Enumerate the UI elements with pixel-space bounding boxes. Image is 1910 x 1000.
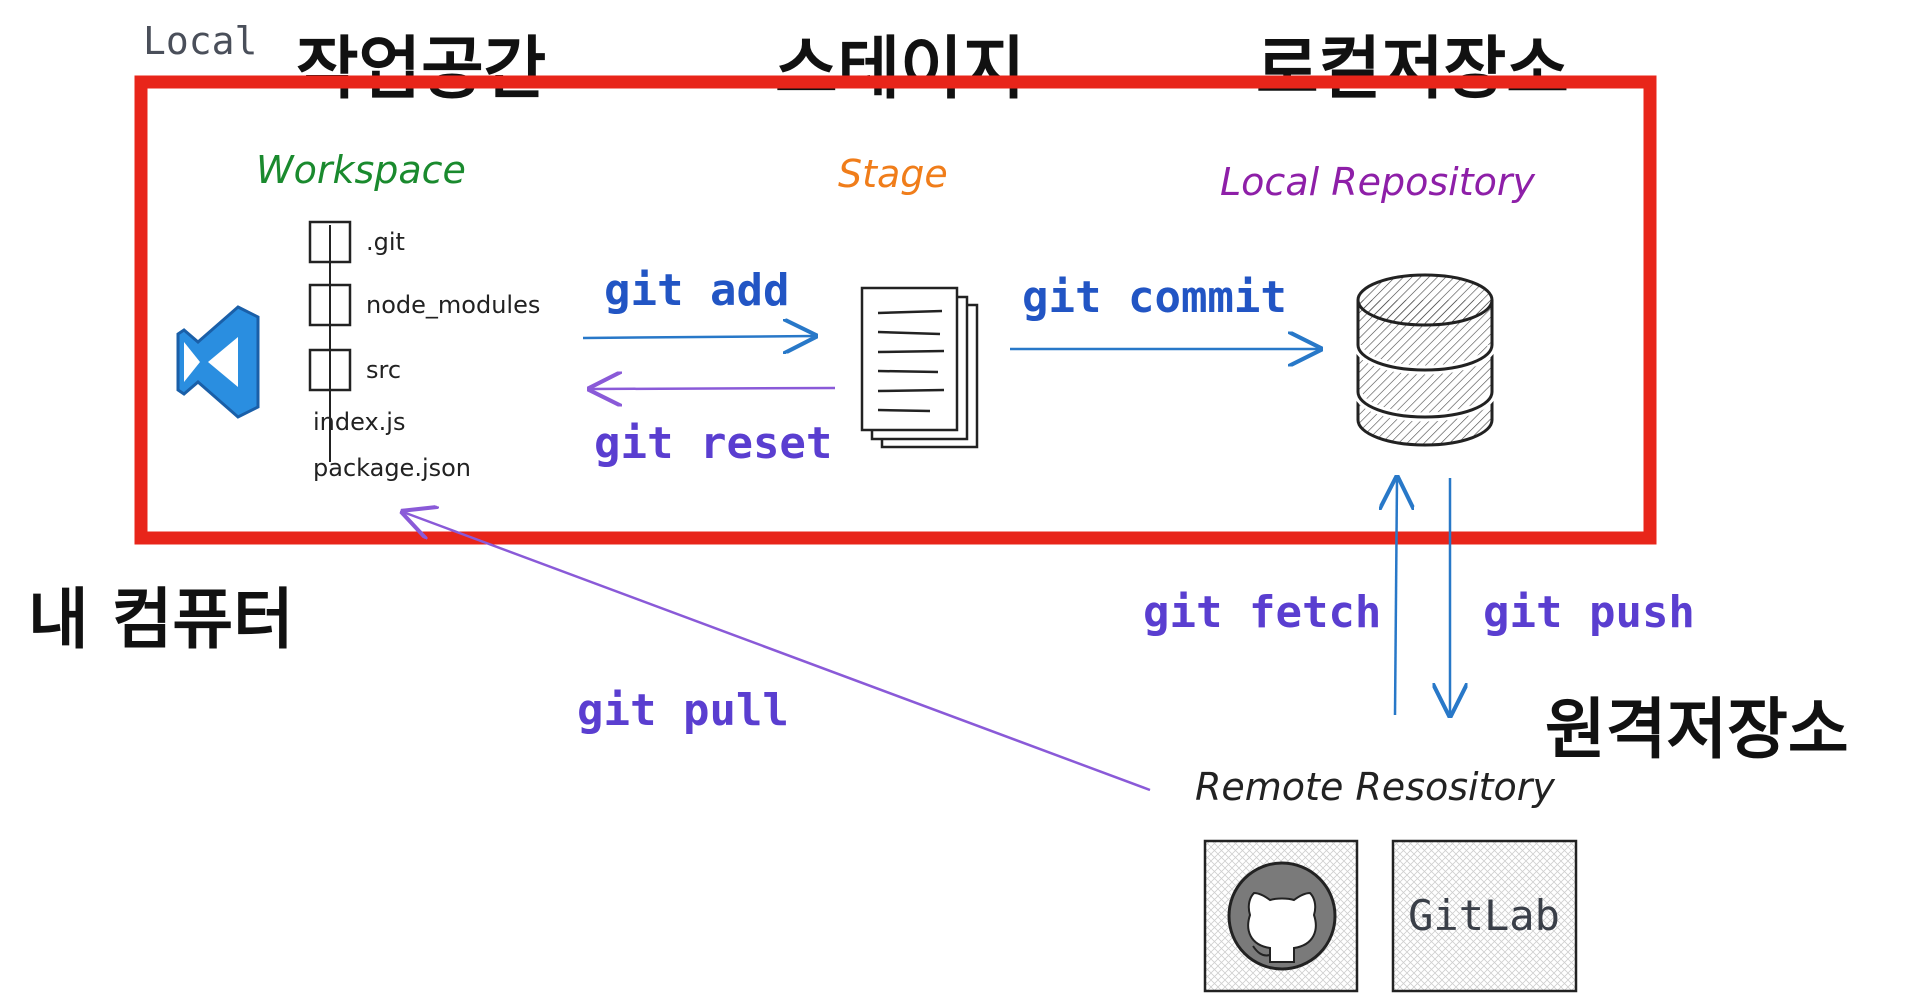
- stage-title: Stage: [838, 152, 948, 196]
- git-add-arrow: [582, 336, 815, 338]
- file-tree-item: .git: [366, 228, 405, 256]
- remote-repo-korean-label: 원격저장소: [1545, 691, 1849, 768]
- database-icon: [1353, 273, 1497, 447]
- git-pull-label: git pull: [577, 685, 789, 736]
- file-tree-item: index.js: [313, 408, 405, 436]
- my-computer-label: 내 컴퓨터: [28, 581, 294, 658]
- git-pull-arrow: [403, 512, 1151, 792]
- local-repo-korean-label: 로컬저장소: [1256, 30, 1569, 109]
- staged-documents-icon: [860, 286, 979, 449]
- git-reset-label: git reset: [594, 418, 832, 469]
- folder-box-git: [308, 220, 352, 264]
- git-add-label: git add: [604, 265, 789, 316]
- workspace-title: Workspace: [256, 148, 466, 192]
- github-octocat-icon: [1227, 861, 1337, 971]
- gitlab-label: GitLab: [1408, 891, 1560, 940]
- file-tree: .git node_modules src index.js package.j…: [308, 220, 540, 482]
- workspace-korean-label: 작업공간: [296, 30, 546, 109]
- vscode-icon: [176, 305, 260, 419]
- file-tree-item: package.json: [313, 454, 471, 482]
- stage-korean-label: 스테이지: [775, 30, 1025, 109]
- github-box: [1203, 839, 1359, 993]
- folder-box-node-modules: [308, 283, 352, 327]
- local-repo-title: Local Repository: [1220, 160, 1536, 204]
- file-tree-item: src: [366, 356, 401, 384]
- git-push-label: git push: [1483, 587, 1695, 638]
- git-reset-arrow: [590, 388, 836, 389]
- remote-repo-title: Remote Resository: [1195, 765, 1555, 809]
- gitlab-box: GitLab: [1391, 839, 1578, 993]
- folder-box-src: [308, 348, 352, 392]
- file-tree-item: node_modules: [366, 291, 540, 319]
- git-fetch-label: git fetch: [1143, 587, 1381, 638]
- local-tag: Local: [143, 19, 257, 63]
- git-commit-label: git commit: [1022, 272, 1287, 323]
- git-fetch-arrow: [1395, 478, 1397, 716]
- local-highlight-box: [134, 75, 1657, 545]
